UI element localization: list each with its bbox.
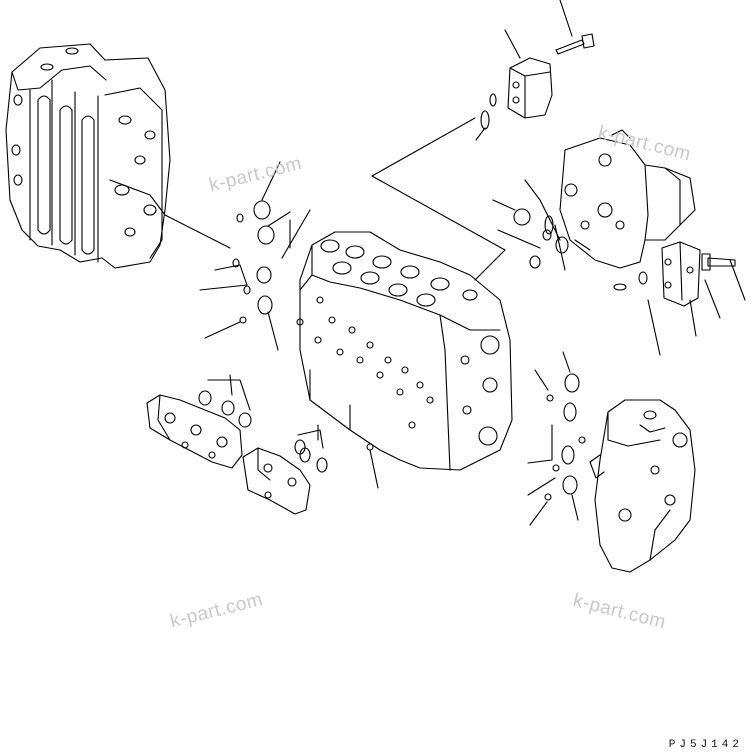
end-valve-section [589,399,696,573]
drawing-code: PJ5J142 [668,739,743,751]
o-ring-pair-top [475,93,497,141]
o-ring-set-flange-2 [294,424,328,473]
flange-1 [146,394,243,469]
o-ring-set-left [199,161,311,351]
valve-stack-assembly [5,43,231,269]
o-ring-set-right-top [492,179,591,271]
top-connector-block [504,29,553,119]
o-ring-set-right-lower [527,351,586,526]
o-ring-set-flange-1 [198,374,252,428]
bolt-right [701,253,746,319]
solenoid-valve [559,129,696,269]
leader-line-center [371,117,506,281]
bolt-top [555,0,595,55]
flange-2 [242,447,311,515]
center-valve-body [296,231,513,489]
cover-plate-right [661,241,701,337]
o-ring-right-mid [613,271,661,356]
